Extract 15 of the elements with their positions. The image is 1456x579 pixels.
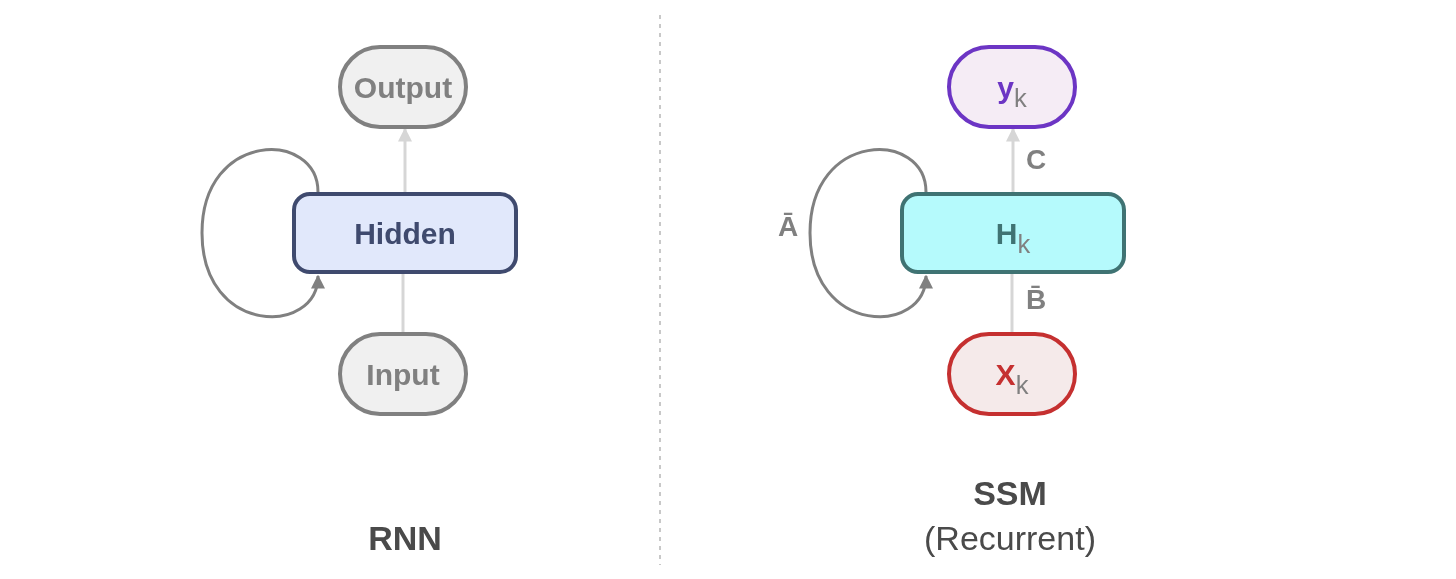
edge-label: Ā <box>778 210 799 244</box>
arrow <box>808 148 931 318</box>
subtitle: (Recurrent) <box>924 518 1096 559</box>
panel-title: SSM <box>973 473 1047 514</box>
node-label: Output <box>353 70 453 104</box>
node-label: Input <box>366 357 440 391</box>
edge-label: C <box>1026 143 1047 177</box>
panel-title: RNN <box>368 518 442 559</box>
hidden-state-box <box>900 192 1126 274</box>
node-label: Hidden <box>354 216 456 250</box>
edge-label: B̄ <box>1026 283 1047 317</box>
hidden-state-box <box>292 192 518 274</box>
arrow <box>1006 127 1020 192</box>
arrow <box>200 148 323 318</box>
arrow <box>398 127 412 192</box>
